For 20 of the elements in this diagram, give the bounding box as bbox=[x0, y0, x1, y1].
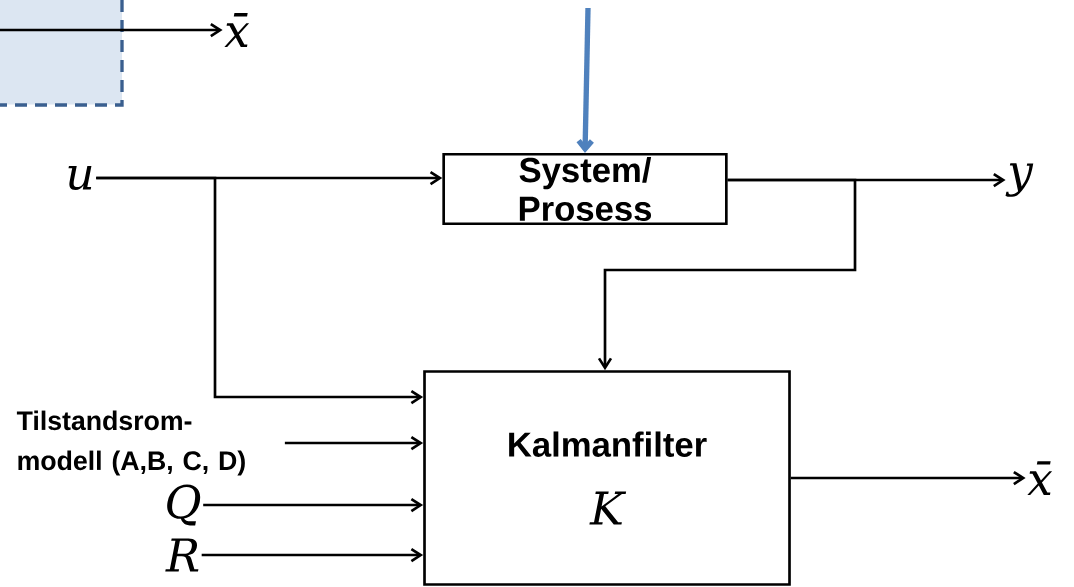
symbol-label: y bbox=[1005, 163, 1034, 197]
symbol-label: R bbox=[165, 538, 199, 572]
arrow bbox=[201, 547, 424, 563]
arrow bbox=[203, 497, 424, 513]
symbol-label: u bbox=[68, 165, 92, 191]
input-label: Tilstandsrom- modell (A,B, C, D) bbox=[16, 410, 245, 476]
arrow bbox=[790, 470, 1026, 486]
dashed-box bbox=[0, 0, 124, 107]
block-title: Kalmanfilter bbox=[509, 431, 707, 457]
symbol-label: K bbox=[589, 491, 627, 525]
arrow bbox=[576, 7, 594, 153]
symbol-label: Q bbox=[167, 484, 201, 526]
symbol-label: x̄ bbox=[224, 13, 250, 47]
process-box: System/ Prosess bbox=[442, 152, 728, 226]
symbol-label: x̄ bbox=[1027, 461, 1053, 495]
arrow bbox=[597, 178, 857, 371]
arrow bbox=[96, 176, 424, 405]
arrow bbox=[0, 22, 223, 38]
filter-box bbox=[423, 370, 791, 586]
arrow bbox=[284, 435, 424, 451]
